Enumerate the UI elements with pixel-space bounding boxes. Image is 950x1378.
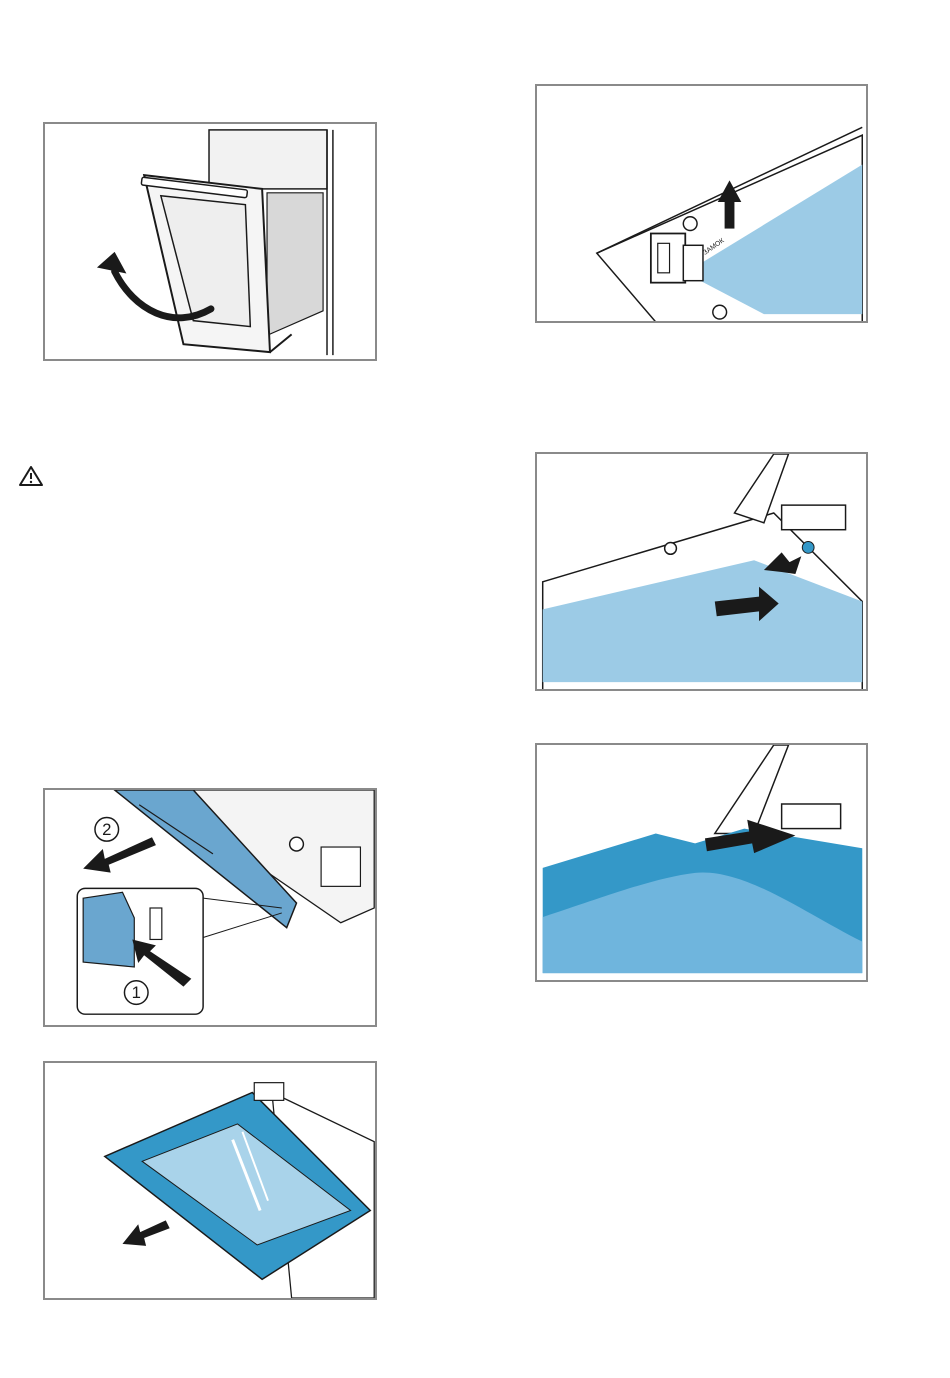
warning-icon bbox=[18, 465, 44, 487]
arrow-up-icon bbox=[97, 252, 126, 274]
pull-glass-illustration bbox=[45, 1063, 375, 1298]
arrow-down-left-icon bbox=[122, 1220, 169, 1246]
callout-number-1: 1 bbox=[132, 983, 141, 1002]
insert-glass-illustration bbox=[537, 745, 866, 980]
arrow-left-icon bbox=[83, 837, 156, 872]
figure-open-door bbox=[43, 122, 377, 361]
figure-remove-door-strip: 2 1 bbox=[43, 788, 377, 1027]
figure-lift-hinge-lever: ЗАМОК bbox=[535, 84, 868, 323]
slide-glass-illustration bbox=[537, 454, 866, 689]
figure-slide-inner-glass bbox=[535, 452, 868, 691]
hinge-lever-illustration: ЗАМОК bbox=[537, 86, 866, 321]
figure-insert-glass bbox=[535, 743, 868, 982]
open-door-illustration bbox=[45, 124, 375, 359]
figure-pull-out-glass bbox=[43, 1061, 377, 1300]
callout-number-2: 2 bbox=[102, 820, 111, 839]
door-strip-illustration: 2 1 bbox=[45, 790, 375, 1025]
